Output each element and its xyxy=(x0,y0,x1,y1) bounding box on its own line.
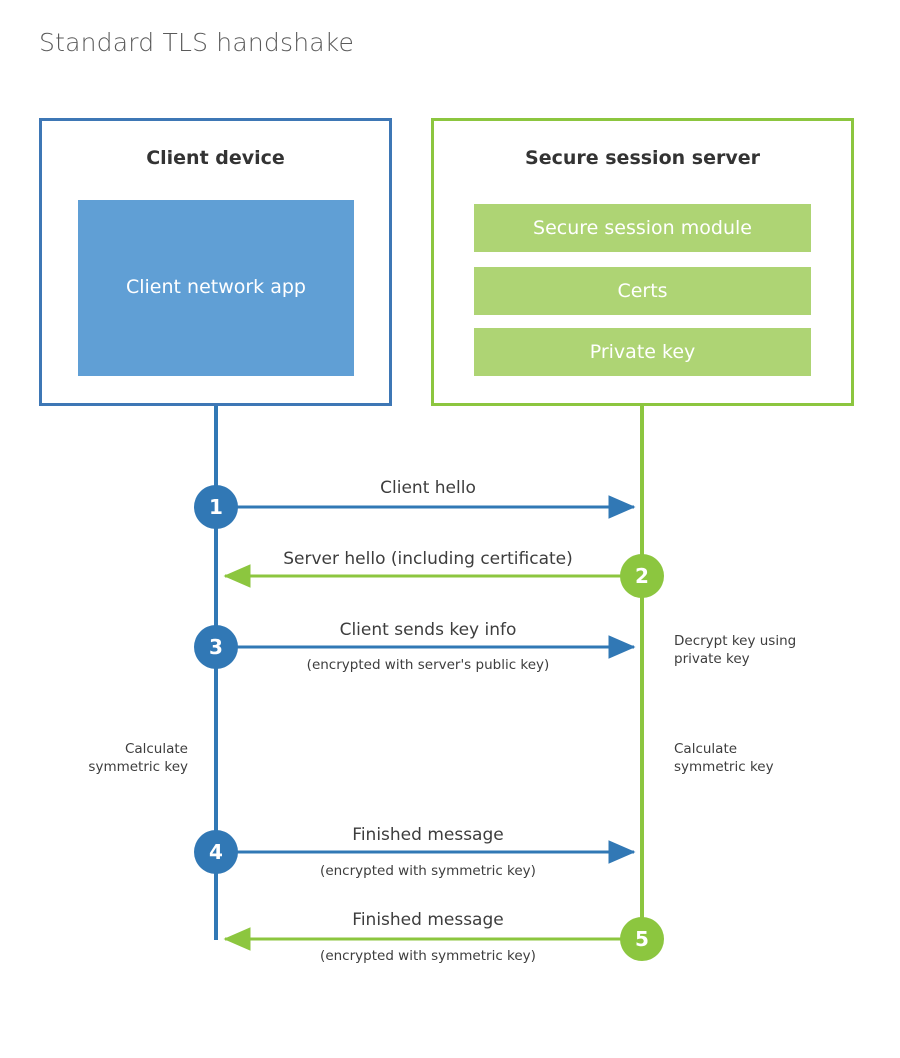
message-label-step-2: Server hello (including certificate) xyxy=(283,549,573,569)
step-marker-3[interactable]: 3 xyxy=(194,625,238,669)
message-sublabel-step-3: (encrypted with server's public key) xyxy=(306,657,550,673)
server-module-bar-certs: Certs xyxy=(474,267,811,315)
server-module-label: Secure session module xyxy=(533,217,752,239)
message-label-step-5: Finished message xyxy=(352,910,504,930)
client-device-title: Client device xyxy=(146,147,285,169)
annotation-server-calculate-symmetric-key: Calculate symmetric key xyxy=(674,741,774,776)
message-label-step-3: Client sends key info xyxy=(339,620,517,640)
client-network-app-label: Client network app xyxy=(125,276,306,299)
step-marker-1[interactable]: 1 xyxy=(194,485,238,529)
annotation-client-calculate-symmetric-key: Calculate symmetric key xyxy=(88,741,188,776)
secure-session-server-title: Secure session server xyxy=(525,147,760,169)
step-marker-5[interactable]: 5 xyxy=(620,917,664,961)
step-marker-4[interactable]: 4 xyxy=(194,830,238,874)
client-network-app-block: Client network app xyxy=(78,200,354,376)
server-module-label: Private key xyxy=(589,341,696,363)
annotation-server-decrypt: Decrypt key using private key xyxy=(674,633,797,668)
secure-session-server-box: Secure session server Secure session mod… xyxy=(431,118,854,406)
server-module-bar-secure-session-module: Secure session module xyxy=(474,204,811,252)
server-module-label: Certs xyxy=(617,280,668,302)
client-device-box: Client device Client network app xyxy=(39,118,392,406)
page-title: Standard TLS handshake xyxy=(39,28,355,57)
server-module-bar-private-key: Private key xyxy=(474,328,811,376)
message-label-step-1: Client hello xyxy=(380,478,476,498)
message-sublabel-step-4: (encrypted with symmetric key) xyxy=(320,863,536,879)
step-marker-2[interactable]: 2 xyxy=(620,554,664,598)
message-sublabel-step-5: (encrypted with symmetric key) xyxy=(320,948,536,964)
message-label-step-4: Finished message xyxy=(352,825,504,845)
